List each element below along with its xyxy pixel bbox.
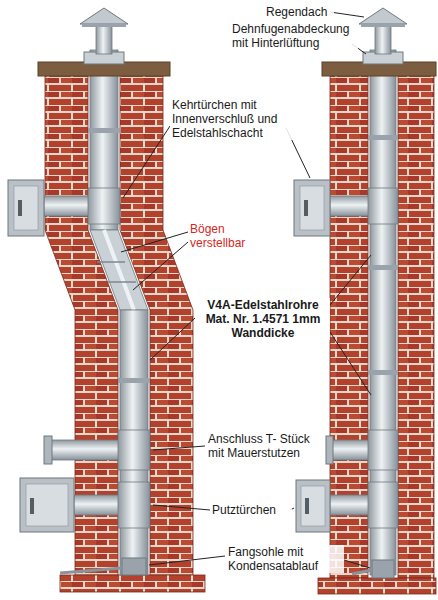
part-label: Bögen verstellbar <box>188 222 262 250</box>
part-label: V4A-Edelstahlrohre Mat. Nr. 1.4571 1mm W… <box>196 298 330 340</box>
left-chimney <box>8 8 205 592</box>
part-label: Regendach <box>264 5 334 19</box>
part-label: Fangsohle mit Kondensatablauf <box>226 545 344 573</box>
part-label: Dehnfugenabdeckung mit Hinterlüftung <box>230 22 358 50</box>
part-label: Anschluss T- Stück mit Mauerstutzen <box>206 432 324 460</box>
leader-lines <box>121 12 371 568</box>
part-label: Kehrtürchen mit Innenverschluß und Edels… <box>170 98 322 140</box>
part-label: Putztürchen <box>210 503 292 517</box>
